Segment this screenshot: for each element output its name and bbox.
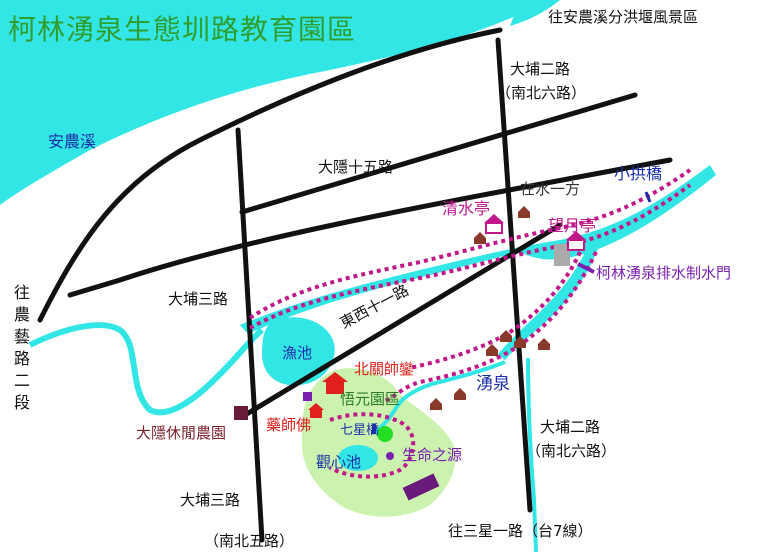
- yongquan-branch: [498, 244, 598, 360]
- label-nanbei-6-top: （南北六路）: [496, 84, 587, 102]
- road-lower-diagonal: [67, 157, 673, 298]
- label-yaoshifo: 藥師佛: [266, 416, 312, 434]
- label-to-sanxing: 往三星一路（台7線）: [448, 522, 593, 540]
- qingshui-pavilion-icon: [484, 214, 504, 234]
- annong-river-tail: [510, 0, 560, 26]
- label-wangyue-pavilion: 望月亭: [548, 216, 597, 235]
- label-yongquan: 湧泉: [476, 374, 510, 394]
- houses: [430, 206, 550, 410]
- small-arch-bridge: [644, 191, 652, 203]
- label-to-scenic: 往安農溪分洪堰風景區: [548, 8, 699, 26]
- purple-building: [402, 473, 440, 501]
- label-dayin-farm: 大隱休閒農園: [136, 424, 227, 442]
- annong-river: [0, 0, 550, 205]
- road-dayin-15: [239, 92, 638, 215]
- east-stream: [526, 357, 538, 552]
- label-qixing-bridge: 七星橋: [340, 423, 380, 438]
- wuyuan-marker: [303, 392, 312, 401]
- label-dapu-2-top: 大埔二路: [510, 60, 571, 78]
- life-source-dot: [386, 452, 394, 460]
- road-dapu-3: [235, 127, 265, 543]
- label-dayin-15: 大隱十五路: [318, 158, 394, 176]
- drain-gate-box: [554, 244, 570, 266]
- label-drain-gate: 柯林湧泉排水制水門: [596, 264, 732, 282]
- roads: [37, 27, 673, 543]
- label-nanbei-5: （南北五路）: [204, 532, 295, 550]
- label-fish-pond: 漁池: [282, 344, 313, 362]
- label-nanbei-6-bottom: （南北六路）: [526, 442, 617, 460]
- qixing-green-dot: [377, 426, 393, 442]
- west-stream: [28, 322, 264, 416]
- beiguan-temple-icon: [322, 372, 348, 394]
- fish-pond: [262, 317, 335, 386]
- label-to-nongyi: 往農藝路二段: [11, 284, 30, 416]
- label-beiguan: 北關帥鑾: [354, 360, 415, 378]
- dayin-farm-marker: [234, 406, 248, 420]
- label-dapu-3-mid: 大埔三路: [168, 290, 229, 308]
- label-dapu-3-bottom: 大埔三路: [180, 491, 241, 509]
- road-upper-diagonal: [37, 27, 503, 323]
- guanxin-pond-water: [338, 445, 378, 471]
- label-wuyuan: 悟元園區: [340, 390, 401, 408]
- road-dongxi-11: [242, 222, 563, 418]
- label-small-bridge: 小拱橋: [614, 164, 663, 183]
- drain-gate-mark: [577, 262, 595, 274]
- trail: [248, 168, 692, 479]
- park-area: [301, 368, 456, 517]
- road-dapu-2: [495, 37, 533, 513]
- label-zaishui: 在水一方: [520, 180, 581, 198]
- label-dapu-2-bottom: 大埔二路: [540, 418, 601, 436]
- yaoshifo-temple-icon: [308, 403, 324, 418]
- label-annong-river: 安農溪: [48, 132, 97, 151]
- page-title: 柯林湧泉生態圳路教育園區: [8, 13, 357, 46]
- label-qingshui-pavilion: 清水亭: [442, 199, 491, 218]
- label-guanxin-pond: 觀心池: [316, 453, 362, 471]
- wangyue-pavilion-icon: [566, 231, 586, 251]
- qixing-bridge-mark: [372, 424, 376, 434]
- label-life-source: 生命之源: [402, 446, 463, 464]
